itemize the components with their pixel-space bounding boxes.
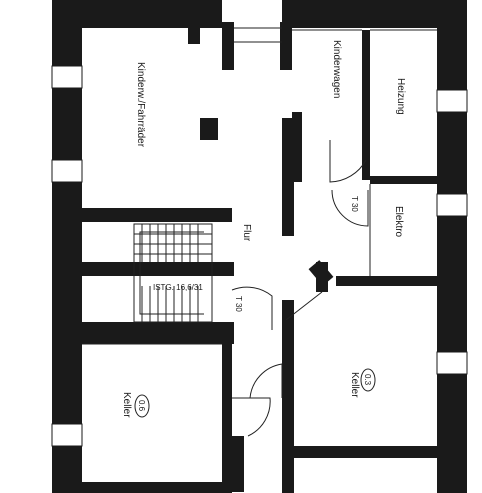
room-label-heizung: Heizung — [395, 78, 406, 115]
wall-heizung-left — [362, 30, 370, 180]
walls — [52, 0, 467, 493]
wall-stair-bottom — [82, 322, 234, 344]
flur-column — [308, 260, 334, 286]
wall-heizung-bottom — [370, 176, 437, 184]
room-number-06: 0.6 — [137, 400, 146, 412]
door-kinderwagen — [329, 140, 367, 183]
wall-stair-top — [82, 262, 234, 276]
door-stair — [231, 286, 273, 330]
room-label-kinderw-fahrraeder: Kinderw./Fahrräder — [135, 62, 146, 148]
wall-top-right — [282, 0, 437, 28]
wall-keller06-bottom — [82, 482, 232, 493]
door-keller03 — [249, 363, 283, 399]
window-right-2 — [436, 193, 468, 217]
door-label-t30-elektro: T 30 — [350, 196, 359, 212]
wall-elektro-bottom — [336, 276, 437, 286]
room-number-badge-03 — [360, 368, 376, 392]
wall-flur-column — [282, 118, 294, 236]
window-left-2 — [51, 159, 83, 183]
wall-right-exterior — [437, 0, 467, 493]
room-label-keller-03: Keller — [349, 372, 360, 398]
wall-mid-left — [82, 208, 232, 222]
window-left-1 — [51, 65, 83, 89]
room-label-keller-06: Keller — [121, 392, 132, 418]
wall-keller06-right — [222, 344, 232, 493]
room-number-badge-06 — [134, 394, 150, 418]
stair-run-arrow — [139, 231, 204, 315]
room-label-flur: Flur — [241, 224, 252, 242]
room-number-03: 0.3 — [363, 374, 372, 386]
wall-pier-a — [188, 22, 200, 44]
room-label-kinderwagen: Kinderwagen — [331, 40, 342, 98]
wall-center-right-upper — [280, 22, 292, 70]
room-keller-03: 0.3 Keller — [349, 368, 376, 398]
window-right-1 — [436, 89, 468, 113]
wall-keller03-bottom — [294, 446, 437, 458]
room-keller-06: 0.6 Keller — [121, 392, 150, 418]
room-label-elektro: Elektro — [393, 206, 404, 238]
stair-outline — [133, 223, 213, 323]
window-left-3 — [51, 423, 83, 447]
door-elektro — [331, 189, 369, 227]
wall-kinderwagen-bottom — [292, 112, 302, 182]
window-right-3 — [436, 351, 468, 375]
thin-lines — [82, 27, 437, 345]
wall-pier-d — [232, 436, 244, 492]
wall-center-upper — [222, 22, 234, 70]
door-keller06 — [232, 397, 271, 437]
windows — [51, 65, 468, 447]
door-label-t30-stair: T 30 — [234, 296, 243, 312]
staircase — [133, 223, 213, 323]
doors — [231, 140, 369, 437]
door-diagonal — [285, 291, 323, 321]
wall-keller03-left — [282, 300, 294, 493]
wall-pier-b — [200, 118, 218, 140]
wall-top-left — [82, 0, 222, 28]
stair-note: ISTG. 16,6/31 — [153, 283, 203, 292]
